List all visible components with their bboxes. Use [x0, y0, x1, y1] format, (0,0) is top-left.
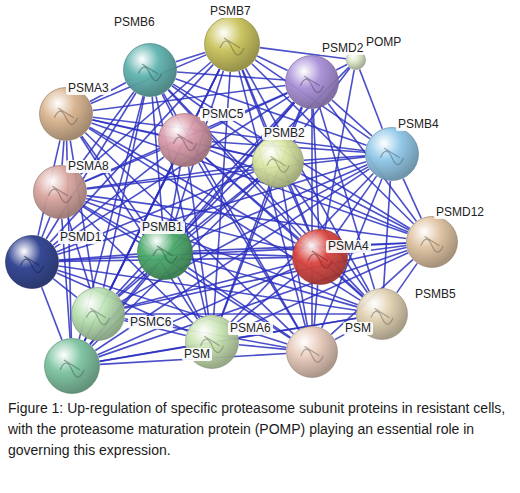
interaction-edge	[336, 64, 347, 69]
interaction-edge	[239, 345, 286, 350]
protein-node: PSMD12	[406, 216, 458, 268]
protein-node: PSM	[286, 326, 338, 378]
protein-node: PSMC5	[158, 113, 212, 167]
protein-label: PSMA6	[228, 322, 273, 335]
interaction-edge	[360, 69, 383, 128]
protein-node: PSMA8	[33, 165, 87, 219]
protein-sphere	[252, 136, 304, 188]
protein-label: PSMD1	[58, 231, 103, 244]
figure-caption: Figure 1: Up-regulation of specific prot…	[8, 398, 510, 461]
protein-node: PSMD1	[5, 235, 59, 289]
protein-sphere	[33, 165, 87, 219]
protein-node: PSMA4	[292, 229, 348, 285]
protein-label: PSMC5	[200, 108, 245, 121]
protein-label: PSMD12	[434, 206, 486, 219]
interaction-edge	[313, 109, 318, 229]
interaction-edge	[403, 179, 421, 219]
interaction-edge	[177, 72, 285, 80]
protein-node: PSMB6	[123, 43, 177, 97]
protein-label: PSMA4	[326, 240, 371, 253]
protein-sphere	[285, 55, 339, 109]
interaction-edge	[53, 279, 77, 298]
protein-sphere	[406, 216, 458, 268]
protein-sphere	[71, 287, 125, 341]
interaction-edge	[59, 254, 137, 260]
protein-label: PSMB4	[396, 118, 441, 131]
protein-node: PSMB1	[137, 224, 193, 280]
protein-label: POMP	[364, 36, 403, 49]
interaction-edge	[85, 338, 86, 341]
protein-sphere	[44, 338, 100, 394]
protein-label: PSMB7	[208, 5, 253, 18]
protein-sphere	[5, 235, 59, 289]
protein-label: PSMC6	[128, 316, 173, 329]
protein-sphere	[204, 16, 260, 72]
interaction-edge	[87, 196, 406, 239]
protein-label: PSM	[343, 322, 373, 335]
protein-sphere	[158, 113, 212, 167]
protein-label: PSMA3	[66, 82, 111, 95]
protein-node: PSMB7	[204, 16, 260, 72]
protein-label: PSMD2	[320, 42, 365, 55]
interaction-edge	[93, 117, 365, 150]
interaction-edge	[341, 276, 363, 296]
protein-node: PSMD2	[285, 55, 339, 109]
interaction-edge	[193, 253, 292, 256]
protein-node: PSMC6	[71, 287, 125, 341]
protein-label: PSMA8	[66, 160, 111, 173]
interaction-edge	[125, 313, 356, 315]
protein-sphere	[39, 87, 93, 141]
interaction-edge	[301, 174, 409, 230]
interaction-edge	[314, 285, 317, 326]
interaction-edge	[162, 94, 173, 116]
interaction-edge	[42, 217, 50, 237]
protein-sphere	[123, 43, 177, 97]
protein-label: PSMB5	[413, 288, 458, 301]
protein-sphere	[365, 127, 419, 181]
protein-node: PSMA3	[39, 87, 93, 141]
interaction-edge	[384, 181, 391, 288]
protein-label: PSMB1	[140, 221, 185, 234]
protein-sphere	[292, 229, 348, 285]
interaction-edge	[233, 274, 298, 325]
interaction-edge	[87, 166, 252, 189]
protein-node: PSMB2	[252, 136, 304, 188]
protein-label: PSMB2	[262, 127, 307, 140]
protein-sphere	[286, 326, 338, 378]
protein-node: PSM	[44, 338, 100, 394]
protein-label: PSMB6	[112, 16, 157, 29]
interaction-edge	[62, 141, 64, 165]
interaction-edge	[100, 347, 186, 362]
interaction-edge	[42, 287, 62, 340]
interaction-edge	[58, 270, 288, 344]
protein-node: PSMB4	[365, 127, 419, 181]
protein-label: PSM	[182, 348, 212, 361]
interaction-edge	[257, 56, 287, 70]
interaction-edge	[211, 146, 252, 156]
